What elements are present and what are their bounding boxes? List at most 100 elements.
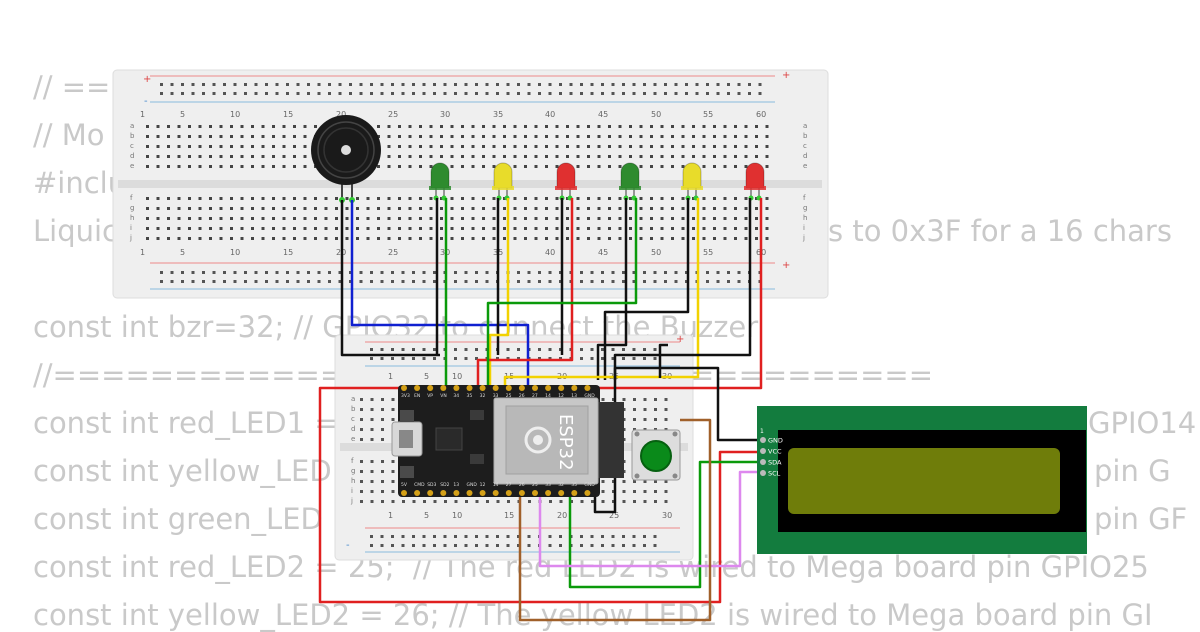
breadboard-hole xyxy=(272,155,275,158)
breadboard-hole xyxy=(454,535,457,538)
breadboard-hole xyxy=(272,207,275,210)
breadboard-hole xyxy=(209,165,212,168)
breadboard-hole xyxy=(429,217,433,220)
breadboard-hole xyxy=(492,227,496,230)
breadboard-hole xyxy=(324,197,328,200)
breadboard-hole xyxy=(503,197,506,200)
breadboard-hole xyxy=(471,165,475,168)
breadboard-hole xyxy=(359,280,363,283)
breadboard-hole xyxy=(146,227,149,230)
breadboard-hole xyxy=(727,83,730,86)
column-label: 55 xyxy=(703,110,713,119)
breadboard-hole xyxy=(545,217,548,220)
breadboard-hole xyxy=(737,92,741,95)
breadboard-hole xyxy=(360,470,363,473)
breadboard-hole xyxy=(293,207,296,210)
esp32-pin-label: 32 xyxy=(480,393,486,399)
breadboard-hole xyxy=(671,217,674,220)
column-label: 45 xyxy=(598,110,608,119)
breadboard-hole xyxy=(401,92,405,95)
breadboard-hole xyxy=(471,217,475,220)
breadboard-hole xyxy=(524,217,527,220)
breadboard-hole xyxy=(293,197,296,200)
breadboard-hole xyxy=(507,500,510,503)
breadboard-hole xyxy=(765,145,769,148)
breadboard-hole xyxy=(566,197,569,200)
breadboard-hole xyxy=(272,237,275,240)
breadboard-hole xyxy=(587,145,590,148)
breadboard-hole xyxy=(482,237,485,240)
breadboard-hole xyxy=(261,145,265,148)
breadboard-hole xyxy=(566,237,569,240)
breadboard-hole xyxy=(314,207,317,210)
wire-black xyxy=(340,200,440,357)
breadboard-hole xyxy=(398,135,401,138)
breadboard-hole xyxy=(538,271,541,274)
breadboard-hole xyxy=(303,237,307,240)
esp32-pin xyxy=(505,385,512,391)
breadboard-hole xyxy=(265,92,268,95)
breadboard-hole xyxy=(209,155,212,158)
breadboard-hole xyxy=(643,418,647,421)
breadboard-hole xyxy=(303,145,307,148)
breadboard-hole xyxy=(450,227,454,230)
breadboard-hole xyxy=(650,227,653,230)
breadboard-hole xyxy=(517,83,520,86)
breadboard-hole xyxy=(440,217,443,220)
breadboard-hole xyxy=(622,490,626,493)
breadboard-hole xyxy=(555,135,559,138)
breadboard-hole xyxy=(601,535,604,538)
breadboard-hole xyxy=(506,83,510,86)
esp32-pin-label: 13 xyxy=(453,482,459,488)
breadboard-hole xyxy=(576,145,580,148)
breadboard-hole xyxy=(223,92,226,95)
row-label: i xyxy=(130,224,132,232)
breadboard-hole xyxy=(146,217,149,220)
breadboard-hole xyxy=(503,227,506,230)
breadboard-hole xyxy=(198,145,202,148)
breadboard-hole xyxy=(314,125,317,128)
row-label: d xyxy=(803,152,807,160)
breadboard-hole xyxy=(450,145,454,148)
breadboard-hole xyxy=(282,135,286,138)
breadboard-hole xyxy=(608,207,611,210)
breadboard-hole xyxy=(272,165,275,168)
row-label: h xyxy=(130,214,134,222)
breadboard-hole xyxy=(198,125,202,128)
breadboard-hole xyxy=(202,83,205,86)
breadboard-hole xyxy=(496,83,499,86)
breadboard-hole xyxy=(618,207,622,210)
breadboard-hole xyxy=(643,408,647,411)
breadboard-hole xyxy=(160,271,163,274)
breadboard-hole xyxy=(517,357,520,360)
column-label: 10 xyxy=(230,110,240,119)
breadboard-hole xyxy=(723,135,727,138)
breadboard-hole xyxy=(212,92,216,95)
row-label: c xyxy=(130,142,134,150)
breadboard-hole xyxy=(765,165,769,168)
breadboard-hole xyxy=(534,217,538,220)
breadboard-hole xyxy=(503,155,506,158)
breadboard-hole xyxy=(387,237,391,240)
breadboard-hole xyxy=(244,83,247,86)
row-label: h xyxy=(351,477,355,485)
breadboard-hole xyxy=(506,544,510,547)
breadboard-hole xyxy=(503,135,506,138)
breadboard-hole xyxy=(664,398,668,401)
breadboard-hole xyxy=(755,227,758,230)
breadboard-hole xyxy=(209,237,212,240)
breadboard-hole xyxy=(219,135,223,138)
breadboard-hole xyxy=(548,280,552,283)
breadboard-hole xyxy=(664,271,667,274)
breadboard-hole xyxy=(618,135,622,138)
breadboard-hole xyxy=(408,197,412,200)
breadboard-hole xyxy=(391,271,394,274)
esp32-pin-label: 3V3 xyxy=(401,393,410,399)
breadboard-hole xyxy=(608,145,611,148)
breadboard-hole xyxy=(230,165,233,168)
breadboard-hole xyxy=(475,348,478,351)
lcd-pin-label: SDA xyxy=(768,459,782,467)
row-label: g xyxy=(130,204,134,212)
breadboard-hole xyxy=(349,92,352,95)
breadboard-hole xyxy=(485,83,489,86)
